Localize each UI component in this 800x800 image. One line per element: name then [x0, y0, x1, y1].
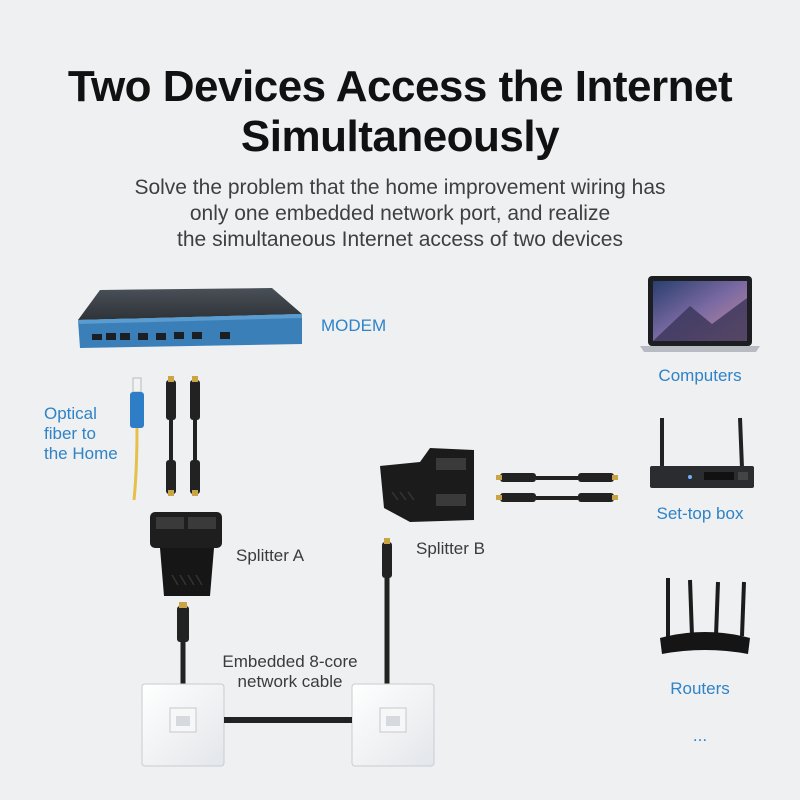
- splitter-b-label: Splitter B: [416, 539, 485, 558]
- laptop-device: [640, 276, 760, 352]
- subtitle-line-3: the simultaneous Internet access of two …: [177, 228, 623, 251]
- embedded-cable-label: Embedded 8-core network cable: [210, 652, 370, 692]
- subtitle: Solve the problem that the home improvem…: [0, 175, 800, 253]
- wall-plate-right: [351, 683, 435, 767]
- splitter-b-device: [380, 448, 474, 522]
- router-device: [660, 578, 750, 654]
- modem-device: [78, 288, 302, 348]
- computers-label: Computers: [658, 366, 742, 385]
- cable-b-to-plate: [382, 538, 392, 684]
- patch-cables-a: [166, 376, 200, 496]
- title-line-2: Simultaneously: [240, 112, 560, 161]
- optical-fiber-cable: [130, 377, 144, 501]
- set-top-box-label: Set-top box: [656, 504, 744, 523]
- more-devices-label: ...: [692, 726, 708, 745]
- set-top-box-device: [650, 417, 754, 488]
- optical-fiber-label-line-3: the Home: [44, 444, 118, 463]
- embedded-cable-label-line-1: Embedded 8-core: [222, 652, 358, 671]
- modem-label: MODEM: [321, 316, 387, 335]
- title-line-1: Two Devices Access the Internet: [67, 62, 733, 111]
- subtitle-line-1: Solve the problem that the home improvem…: [134, 176, 666, 199]
- patch-cables-b: [496, 473, 618, 502]
- optical-fiber-label: Optical fiber to the Home: [44, 404, 118, 464]
- subtitle-line-2: only one embedded network port, and real…: [189, 202, 611, 225]
- cable-a-to-plate: [177, 602, 189, 688]
- optical-fiber-label-line-2: fiber to: [44, 424, 96, 443]
- wall-plate-left: [141, 683, 225, 767]
- embedded-cable-label-line-2: network cable: [237, 672, 343, 691]
- splitter-a-device: [150, 512, 222, 596]
- splitter-a-label: Splitter A: [236, 546, 305, 565]
- optical-fiber-label-line-1: Optical: [44, 404, 97, 423]
- page-title: Two Devices Access the Internet Simultan…: [0, 62, 800, 162]
- routers-label: Routers: [670, 679, 730, 698]
